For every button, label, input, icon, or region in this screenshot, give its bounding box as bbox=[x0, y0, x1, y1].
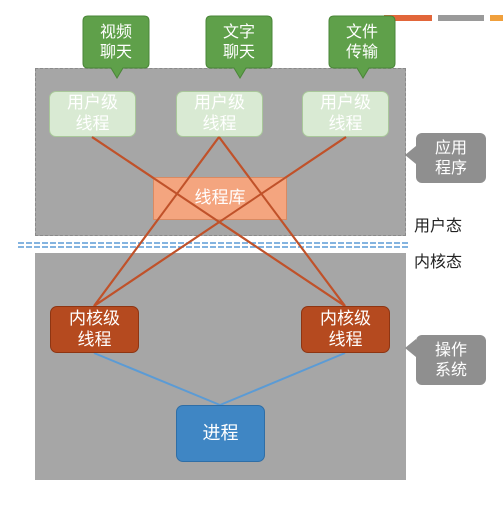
user-thread-3: 用户级 线程 bbox=[302, 91, 389, 137]
accent-bar-orange-small bbox=[490, 15, 503, 21]
bubble-text-chat: 文字 聊天 bbox=[222, 22, 255, 61]
bubble-file-transfer: 文件 传输 bbox=[345, 22, 378, 61]
user-thread-1: 用户级 线程 bbox=[49, 91, 136, 137]
user-thread-2: 用户级 线程 bbox=[176, 91, 263, 137]
bubble-shape-1 bbox=[82, 15, 150, 79]
os-label-pointer bbox=[405, 339, 416, 357]
accent-bar-orange bbox=[384, 15, 432, 21]
application-label: 应用 程序 bbox=[416, 133, 486, 183]
kernel-thread-1: 内核级 线程 bbox=[50, 306, 139, 353]
edge-klt1-process bbox=[93, 352, 221, 406]
process-box: 进程 bbox=[176, 405, 265, 462]
kernel-mode-label: 内核态 bbox=[414, 252, 463, 271]
bubble-shape-3 bbox=[328, 15, 396, 79]
bubble-shape-2 bbox=[205, 15, 273, 79]
edge-klt2-process bbox=[219, 352, 346, 406]
bubble-video-chat: 视频 聊天 bbox=[99, 22, 132, 61]
os-label: 操作 系统 bbox=[416, 335, 486, 385]
accent-bar-gray bbox=[438, 15, 484, 21]
user-mode-label: 用户态 bbox=[414, 216, 463, 235]
app-label-pointer bbox=[405, 146, 416, 164]
kernel-thread-2: 内核级 线程 bbox=[301, 306, 390, 353]
